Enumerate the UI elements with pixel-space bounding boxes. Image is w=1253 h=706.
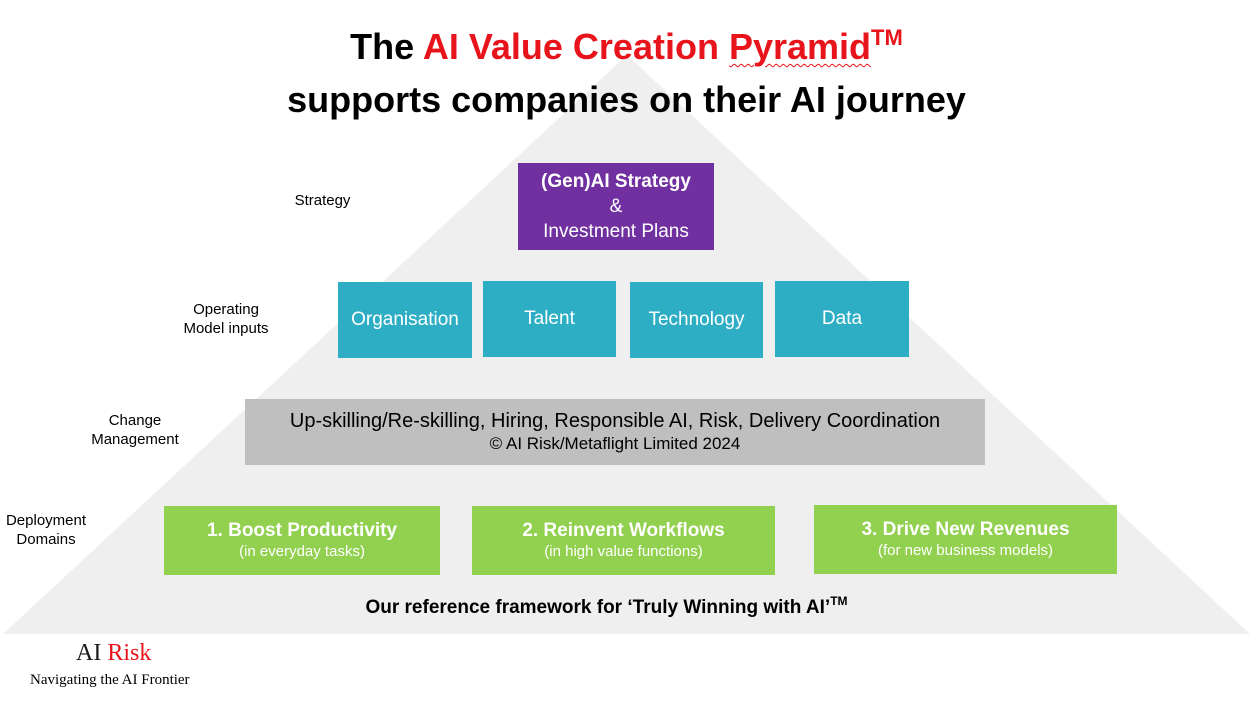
- title-trademark: TM: [871, 25, 903, 50]
- domain-title: 2. Reinvent Workflows: [522, 519, 725, 541]
- input-box-technology: Technology: [630, 282, 763, 358]
- strategy-line3: Investment Plans: [543, 221, 689, 242]
- domain-title: 3. Drive New Revenues: [861, 518, 1070, 540]
- page-title-line1: The AI Value Creation PyramidTM: [0, 27, 1253, 65]
- title-the: The: [350, 26, 415, 67]
- input-box-talent: Talent: [483, 281, 616, 357]
- input-box-data: Data: [775, 281, 909, 357]
- logo: AI Risk: [76, 640, 151, 667]
- label-operating-line1: Operating: [193, 301, 259, 318]
- label-strategy: Strategy: [294, 192, 351, 209]
- footer-text: Our reference framework for ‘Truly Winni…: [365, 597, 831, 618]
- strategy-box: (Gen)AI Strategy & Investment Plans: [518, 163, 714, 250]
- logo-risk: Risk: [107, 640, 152, 666]
- domain-title: 1. Boost Productivity: [206, 519, 398, 541]
- input-box-organisation: Organisation: [338, 282, 472, 358]
- title-pyramid-word: Pyramid: [728, 26, 872, 67]
- domain-box-drive-new-revenues: 3. Drive New Revenues (for new business …: [814, 505, 1117, 574]
- label-deploy-line2: Domains: [16, 531, 76, 548]
- label-deployment-domains: Deployment Domains: [0, 511, 92, 549]
- domain-box-reinvent-workflows: 2. Reinvent Workflows (in high value fun…: [472, 506, 775, 575]
- domain-box-boost-productivity: 1. Boost Productivity (in everyday tasks…: [164, 506, 440, 575]
- strategy-line2: &: [609, 196, 623, 217]
- domain-subtitle: (in everyday tasks): [239, 542, 365, 560]
- strategy-line1: (Gen)AI Strategy: [541, 171, 691, 192]
- label-operating-line2: Model inputs: [183, 320, 269, 337]
- label-change-management: Change Management: [75, 411, 195, 449]
- footer-trademark: TM: [830, 594, 848, 608]
- domain-subtitle: (for new business models): [877, 541, 1054, 559]
- label-operating-model: Operating Model inputs: [166, 300, 286, 338]
- change-management-box: Up-skilling/Re-skilling, Hiring, Respons…: [245, 399, 985, 465]
- title-highlight: AI Value Creation: [422, 26, 719, 67]
- change-box-copyright: © AI Risk/Metaflight Limited 2024: [489, 434, 741, 453]
- label-deploy-line1: Deployment: [5, 512, 87, 529]
- domain-subtitle: (in high value functions): [544, 542, 703, 560]
- change-box-line1: Up-skilling/Re-skilling, Hiring, Respons…: [289, 410, 941, 432]
- logo-ai: AI: [76, 640, 102, 666]
- framework-footer: Our reference framework for ‘Truly Winni…: [0, 594, 1213, 619]
- label-change-line2: Management: [91, 431, 179, 448]
- label-change-line1: Change: [108, 412, 162, 429]
- logo-tagline: Navigating the AI Frontier: [30, 672, 190, 688]
- pyramid-shape: [3, 55, 1250, 634]
- page-title-line2: supports companies on their AI journey: [287, 79, 966, 120]
